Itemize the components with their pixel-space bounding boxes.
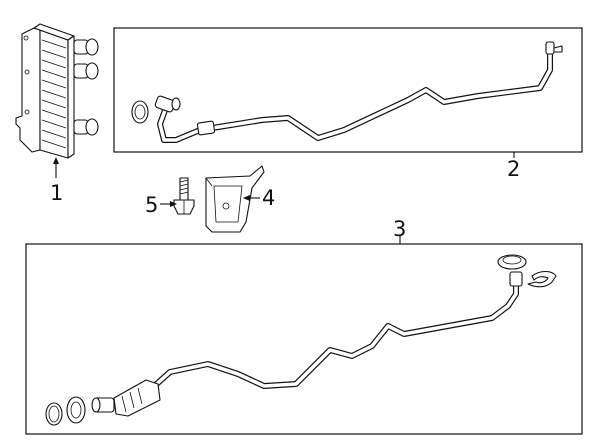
callout-3: 3 [393, 217, 406, 241]
callout-1: 1 [50, 181, 63, 205]
mounting-bracket [205, 165, 265, 233]
callout-2: 2 [507, 157, 520, 181]
bolt [173, 177, 195, 215]
callout-5: 5 [145, 193, 158, 217]
cooler-line-upper [131, 41, 563, 143]
frame-2 [113, 27, 583, 153]
callout-4: 4 [262, 186, 275, 210]
cooler-line-lower [45, 254, 557, 426]
oil-cooler [15, 23, 99, 159]
frame-3 [25, 243, 583, 435]
